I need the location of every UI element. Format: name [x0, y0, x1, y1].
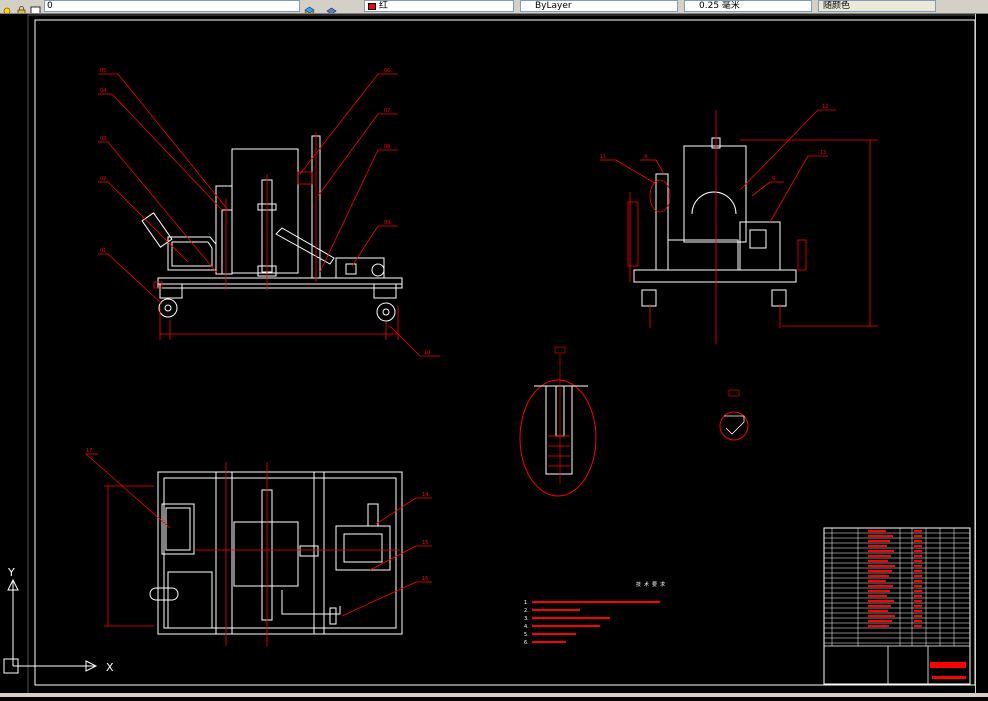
vertical-scrollbar[interactable]: [975, 14, 988, 697]
plotstyle-control[interactable]: 随颜色: [818, 0, 936, 12]
ucs-y-label: Y: [7, 566, 15, 579]
lineweight-value: 0.25 毫米: [699, 1, 740, 11]
front-label-1: 05: [100, 68, 106, 74]
linetype-value: ByLayer: [535, 1, 572, 11]
horizontal-scrollbar[interactable]: [0, 693, 988, 697]
front-label-9: 09: [384, 220, 390, 226]
top-label-3: 15: [422, 540, 428, 546]
ucs-icon: [3, 578, 98, 674]
sun-icon[interactable]: [2, 1, 13, 13]
side-view-red: [600, 109, 878, 344]
ucs-x-label: X: [106, 661, 114, 674]
tech-req-3: 3.: [524, 616, 529, 622]
side-label-5: 9: [772, 176, 775, 182]
tech-req-2: 2.: [524, 608, 529, 614]
front-label-10: 10: [424, 350, 430, 356]
side-view: [633, 137, 797, 307]
linetype-control[interactable]: ByLayer: [520, 0, 678, 12]
top-view: [149, 471, 403, 635]
tech-requirements-title: 技术要求: [636, 581, 668, 588]
front-label-8: 08: [384, 144, 390, 150]
front-label-6: 06: [384, 68, 390, 74]
drawing-canvas[interactable]: 05 04 03 02 01 06 07 08 09 10: [0, 14, 988, 697]
side-label-3: 12: [822, 104, 828, 110]
front-view: [141, 135, 403, 322]
top-view-red: [85, 453, 432, 646]
title-block: [823, 527, 971, 685]
layer-manager-icon[interactable]: [304, 1, 315, 13]
tech-req-5: 5.: [524, 632, 529, 638]
layer-value: 0: [47, 1, 53, 11]
tech-requirements: 技术要求 1. 2. 3. 4. 5. 6.: [524, 581, 668, 646]
color-swatch: [368, 3, 376, 10]
top-label-2: 14: [422, 492, 428, 498]
layer-previous-icon[interactable]: [326, 1, 337, 13]
side-label-4: 13: [820, 150, 826, 156]
detail-a: [519, 346, 597, 497]
front-label-3: 03: [100, 136, 106, 142]
front-view-red: [98, 73, 440, 357]
layer-control[interactable]: 0: [44, 0, 300, 12]
front-label-5: 01: [100, 248, 106, 254]
lock-icon[interactable]: [16, 1, 27, 13]
top-view-labels: 17 14 15 16: [86, 448, 428, 582]
front-view-labels: 05 04 03 02 01 06 07 08 09 10: [100, 68, 430, 356]
tech-req-1: 1.: [524, 600, 529, 606]
front-label-2: 04: [100, 88, 106, 94]
side-view-labels: 11 4 12 13 9: [600, 104, 828, 182]
tech-req-6: 6.: [524, 640, 529, 646]
color-control[interactable]: 红: [364, 0, 514, 12]
front-label-4: 02: [100, 176, 106, 182]
properties-toolbar: 0 红 ByLayer 0.25 毫米 随颜色: [0, 0, 988, 14]
front-label-7: 07: [384, 108, 390, 114]
color-square-icon[interactable]: [30, 1, 41, 13]
plotstyle-value: 随颜色: [823, 1, 851, 11]
top-label-1: 17: [86, 448, 92, 454]
side-label-2: 4: [644, 154, 647, 160]
side-label-1: 11: [600, 154, 606, 160]
lineweight-control[interactable]: 0.25 毫米: [684, 0, 812, 12]
detail-b: [719, 389, 749, 441]
top-label-4: 16: [422, 576, 428, 582]
color-value: 红: [379, 1, 389, 11]
tech-req-4: 4.: [524, 624, 529, 630]
cad-drawing: 05 04 03 02 01 06 07 08 09 10: [3, 14, 983, 696]
